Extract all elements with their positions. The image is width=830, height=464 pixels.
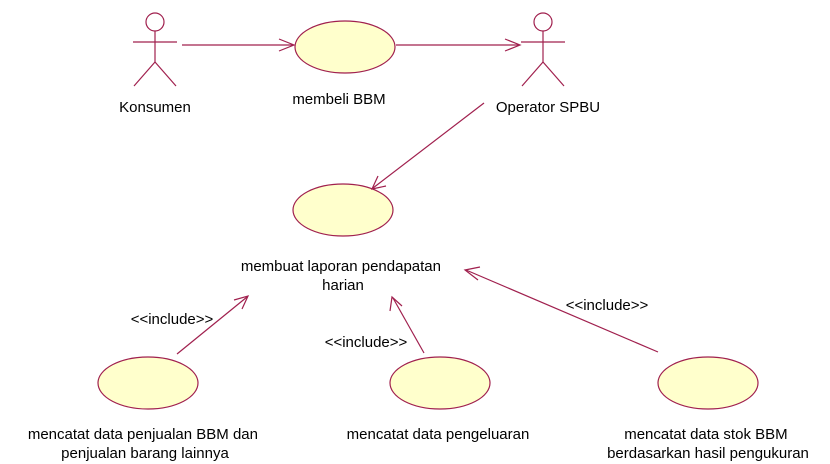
actor-label-konsumen: Konsumen (119, 99, 191, 116)
usecase-mencatat-pengeluaran[interactable]: mencatat data pengeluaran (347, 356, 530, 443)
include-stok-laporan[interactable]: <<include>> (463, 266, 659, 353)
include-penjualan-laporan[interactable]: <<include>> (131, 295, 250, 355)
usecase-ellipse (294, 20, 396, 74)
usecase-mencatat-penjualan[interactable]: mencatat data penjualan BBM dan penjuala… (28, 356, 262, 462)
usecase-membuat-laporan[interactable]: membuat laporan pendapatan harian (241, 183, 445, 294)
association-membeli-operator[interactable] (396, 38, 522, 52)
arrowhead-icon (278, 38, 296, 52)
actor-label-operator-spbu: Operator SPBU (496, 99, 600, 116)
usecase-label-membeli-bbm: membeli BBM (292, 91, 385, 108)
actor-konsumen[interactable]: Konsumen (119, 12, 191, 116)
include-stereotype-label: <<include>> (566, 297, 649, 314)
association-line (372, 102, 485, 189)
usecase-ellipse (657, 356, 759, 410)
usecase-label-mencatat-pengeluaran: mencatat data pengeluaran (347, 426, 530, 443)
usecase-label-line: mencatat data penjualan BBM dan (28, 426, 258, 443)
association-operator-laporan[interactable] (370, 102, 485, 190)
arrowhead-icon (504, 38, 522, 52)
usecase-label-membuat-laporan: membuat laporan pendapatan harian (241, 258, 445, 294)
usecase-label-mencatat-stok: mencatat data stok BBM berdasarkan hasil… (607, 426, 809, 462)
usecase-mencatat-stok[interactable]: mencatat data stok BBM berdasarkan hasil… (607, 356, 809, 462)
usecase-membeli-bbm[interactable]: membeli BBM (292, 20, 396, 108)
association-konsumen-membeli[interactable] (182, 38, 296, 52)
include-pengeluaran-laporan[interactable]: <<include>> (325, 295, 425, 354)
usecase-label-line: penjualan barang lainnya (61, 445, 229, 462)
actor-operator-spbu[interactable]: Operator SPBU (496, 12, 600, 116)
include-line (465, 269, 659, 353)
usecase-label-line: harian (322, 277, 364, 294)
usecase-ellipse (97, 356, 199, 410)
usecase-label-line: mencatat data stok BBM (624, 426, 787, 443)
usecase-ellipse (389, 356, 491, 410)
stick-figure-icon (521, 12, 565, 87)
stick-figure-icon (133, 12, 177, 87)
include-line (392, 297, 425, 354)
usecase-ellipse (292, 183, 394, 237)
arrowhead-icon (389, 295, 403, 312)
arrowhead-icon (463, 266, 481, 281)
include-stereotype-label: <<include>> (325, 334, 408, 351)
arrowhead-icon (370, 175, 387, 190)
arrowhead-icon (233, 295, 250, 310)
include-stereotype-label: <<include>> (131, 311, 214, 328)
usecase-label-line: membuat laporan pendapatan (241, 258, 441, 275)
usecase-label-mencatat-penjualan: mencatat data penjualan BBM dan penjuala… (28, 426, 262, 462)
usecase-label-line: berdasarkan hasil pengukuran (607, 445, 809, 462)
include-line (176, 296, 248, 355)
